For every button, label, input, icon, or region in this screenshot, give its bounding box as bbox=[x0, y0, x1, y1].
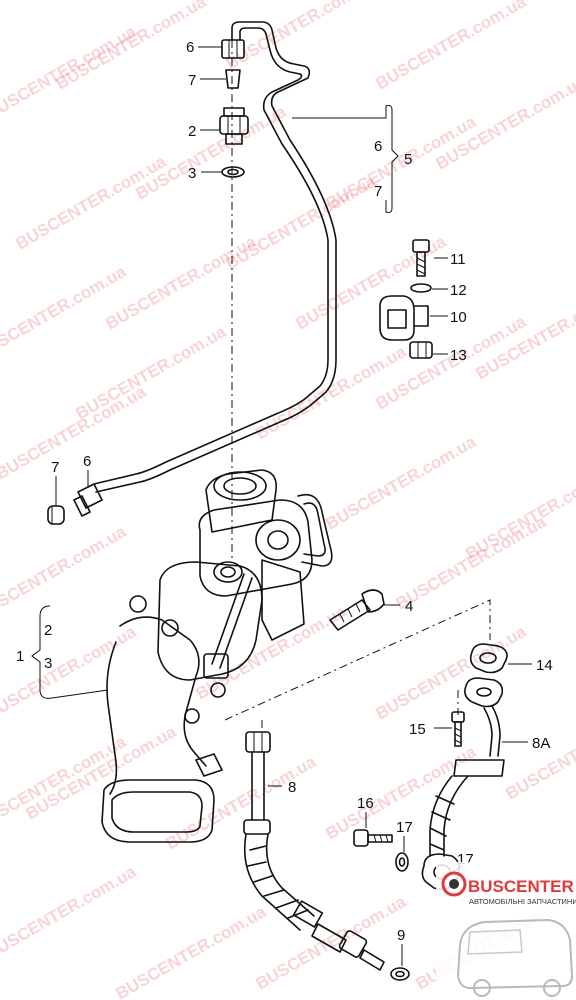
return-pipe-8A bbox=[421, 677, 505, 891]
top-fittings bbox=[219, 39, 249, 178]
leader-lines bbox=[31, 46, 532, 966]
callout-5-right: 5 bbox=[404, 151, 412, 168]
watermark: BUSCENTER.com.ua bbox=[323, 432, 480, 534]
bolt-15 bbox=[451, 711, 465, 747]
callout-14: 14 bbox=[536, 657, 553, 674]
bolt-16 bbox=[353, 829, 409, 872]
logo-mark-icon bbox=[441, 871, 467, 897]
exhaust-pipe bbox=[101, 616, 223, 843]
watermark: BUSCENTER.com.ua bbox=[0, 522, 130, 624]
watermark: BUSCENTER.com.ua bbox=[73, 322, 230, 424]
callout-10: 10 bbox=[450, 309, 467, 326]
callout-1: 1 bbox=[16, 648, 24, 665]
watermark: BUSCENTER.com.ua bbox=[103, 232, 260, 334]
watermark: BUSCENTER.com.ua bbox=[503, 702, 576, 804]
watermark: BUSCENTER.com.ua bbox=[393, 512, 550, 614]
watermark: BUSCENTER.com.ua bbox=[23, 722, 180, 824]
oil-feed-line-8 bbox=[243, 731, 410, 981]
watermark: BUSCENTER.com.ua bbox=[113, 902, 270, 1000]
callout-2-top: 2 bbox=[188, 123, 196, 140]
callout-3-left: 3 bbox=[44, 655, 52, 672]
turbocharger bbox=[129, 469, 333, 724]
watermark: BUSCENTER.com.ua bbox=[293, 232, 450, 334]
bus-icon bbox=[456, 918, 574, 990]
callout-4: 4 bbox=[405, 598, 413, 615]
logo-name: BUSCENTER bbox=[468, 877, 574, 896]
callout-3-top: 3 bbox=[188, 165, 196, 182]
brand-logo: BUSCENTER АВТОМОБІЛЬНІ ЗАПЧАСТИНИ bbox=[436, 862, 576, 1000]
watermark: BUSCENTER.com.ua bbox=[0, 622, 140, 724]
callout-7-top: 7 bbox=[188, 72, 196, 89]
callout-13: 13 bbox=[450, 347, 467, 364]
callout-8A: 8A bbox=[532, 735, 550, 752]
callout-17a: 17 bbox=[396, 819, 413, 836]
watermark: BUSCENTER.com.ua bbox=[223, 0, 380, 73]
callout-9: 9 bbox=[397, 927, 405, 944]
clamp-bracket-group bbox=[379, 239, 433, 359]
callout-7-right: 7 bbox=[374, 183, 382, 200]
oil-supply-pipe bbox=[93, 21, 337, 493]
watermark: BUSCENTER.com.ua bbox=[0, 862, 140, 964]
watermark: BUSCENTER.com.ua bbox=[373, 0, 530, 93]
watermark: BUSCENTER.com.ua bbox=[13, 152, 170, 254]
callout-15: 15 bbox=[409, 721, 426, 738]
logo-tagline: АВТОМОБІЛЬНІ ЗАПЧАСТИНИ bbox=[469, 897, 576, 906]
callout-7-left: 7 bbox=[51, 459, 59, 476]
callout-8: 8 bbox=[288, 779, 296, 796]
callout-6-right: 6 bbox=[374, 138, 382, 155]
callout-16: 16 bbox=[357, 795, 374, 812]
watermark: BUSCENTER.com.ua bbox=[253, 892, 410, 994]
watermark: BUSCENTER.com.ua bbox=[163, 752, 320, 854]
watermark: BUSCENTER.com.ua bbox=[373, 622, 530, 724]
callout-12: 12 bbox=[450, 282, 467, 299]
callout-labels: 6 7 2 3 6 5 7 11 12 10 13 7 6 4 2 1 3 14… bbox=[16, 39, 553, 944]
callout-6-left: 6 bbox=[83, 453, 91, 470]
callout-11: 11 bbox=[450, 251, 466, 268]
callout-2-left: 2 bbox=[44, 622, 52, 639]
watermark: BUSCENTER.com.ua bbox=[133, 102, 290, 204]
gasket-14 bbox=[469, 643, 508, 674]
bolt-4 bbox=[329, 589, 385, 631]
callout-6-top: 6 bbox=[186, 39, 194, 56]
